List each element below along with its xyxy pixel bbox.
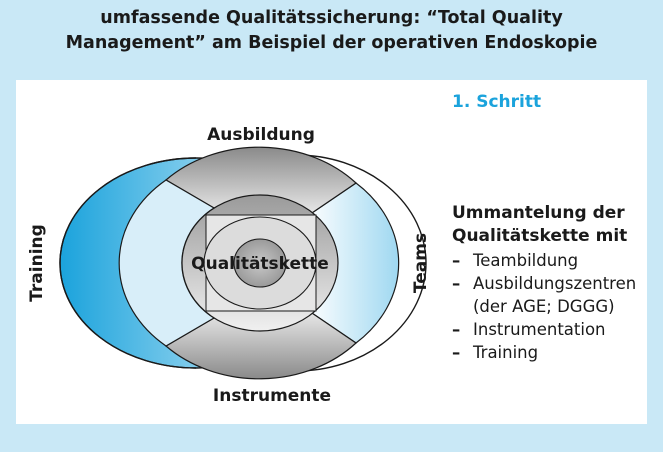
step-label: 1. Schritt <box>452 92 542 112</box>
label-ausbildung: Ausbildung <box>207 125 315 145</box>
list-item: – Training <box>452 341 647 364</box>
training-ring-outline <box>59 157 197 369</box>
label-instrumente: Instrumente <box>213 386 331 406</box>
dash-bullet: – <box>452 320 461 339</box>
quality-chain-diagram: Ausbildung Instrumente Training Teams Qu… <box>27 125 431 406</box>
list-item-text-continued: (der AGE; DGGG) <box>473 297 615 316</box>
title-line-2: Management” am Beispiel der operativen E… <box>65 33 598 53</box>
list-item-text: Ausbildungszentren <box>473 274 637 293</box>
list-item-text: Training <box>473 343 539 362</box>
list-item: – Instrumentation <box>452 318 647 341</box>
figure-panel: Ausbildung Instrumente Training Teams Qu… <box>16 80 647 424</box>
list-item-text: Instrumentation <box>473 320 606 339</box>
sidebar-heading-line-1: Ummantelung der <box>452 203 625 223</box>
sidebar-list: – Teambildung – Ausbildungszentren (der … <box>452 249 647 364</box>
list-item: – Ausbildungszentren (der AGE; DGGG) <box>452 272 647 318</box>
sidebar-heading: Ummantelung der Qualitätskette mit <box>452 202 642 248</box>
figure-title: umfassende Qualitätssicherung: “Total Qu… <box>0 6 663 56</box>
title-line-1: umfassende Qualitätssicherung: “Total Qu… <box>100 8 563 28</box>
dash-bullet: – <box>452 251 461 270</box>
dash-bullet: – <box>452 343 461 362</box>
list-item: – Teambildung <box>452 249 647 272</box>
sidebar-heading-line-2: Qualitätskette mit <box>452 226 628 246</box>
label-teams: Teams <box>411 233 431 293</box>
label-training: Training <box>27 224 47 302</box>
dash-bullet: – <box>452 274 461 293</box>
list-item-text: Teambildung <box>473 251 579 270</box>
core-circle <box>233 238 287 288</box>
label-qualitaetskette: Qualitätskette <box>191 254 329 274</box>
